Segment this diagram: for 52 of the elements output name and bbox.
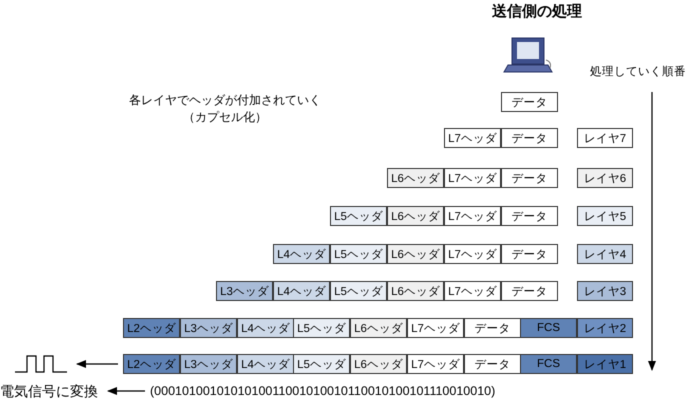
header-cell: L7ヘッダ — [407, 354, 464, 374]
layer-box: レイヤ4 — [577, 244, 633, 264]
header-cell: L2ヘッダ — [123, 354, 180, 374]
data-cell: データ — [501, 92, 558, 112]
header-cell: L5ヘッダ — [293, 354, 350, 374]
fcs-cell: FCS — [520, 318, 577, 338]
header-cell: L6ヘッダ — [350, 318, 407, 338]
header-cell: L6ヘッダ — [387, 281, 444, 301]
header-cell: L3ヘッダ — [216, 281, 273, 301]
header-cell: L4ヘッダ — [273, 281, 330, 301]
header-cell: L7ヘッダ — [444, 128, 501, 148]
fcs-cell: FCS — [520, 354, 577, 374]
header-cell: L4ヘッダ — [273, 244, 330, 264]
data-cell: データ — [464, 354, 521, 374]
layer-box: レイヤ3 — [577, 281, 633, 301]
header-cell: L7ヘッダ — [444, 244, 501, 264]
header-cell: L5ヘッダ — [330, 281, 387, 301]
data-cell: データ — [501, 206, 558, 226]
layer-box: レイヤ1 — [577, 354, 633, 374]
header-cell: L6ヘッダ — [387, 206, 444, 226]
caption-text: 電気信号に変換 — [0, 383, 98, 401]
note-text: 各レイヤでヘッダが付加されていく（カプセル化） — [128, 92, 322, 126]
layer-box: レイヤ5 — [577, 206, 633, 226]
header-cell: L4ヘッダ — [237, 354, 294, 374]
header-cell: L7ヘッダ — [444, 168, 501, 188]
layer-box: レイヤ7 — [577, 128, 633, 148]
header-cell: L7ヘッダ — [444, 206, 501, 226]
header-cell: L4ヘッダ — [237, 318, 294, 338]
header-cell: L5ヘッダ — [330, 244, 387, 264]
title: 送信側の処理 — [492, 2, 582, 21]
header-cell: L6ヘッダ — [387, 168, 444, 188]
header-cell: L6ヘッダ — [387, 244, 444, 264]
data-cell: データ — [501, 244, 558, 264]
header-cell: L3ヘッダ — [180, 318, 237, 338]
header-cell: L6ヘッダ — [350, 354, 407, 374]
layer-box: レイヤ2 — [577, 318, 633, 338]
data-cell: データ — [501, 281, 558, 301]
header-cell: L2ヘッダ — [123, 318, 180, 338]
header-cell: L5ヘッダ — [293, 318, 350, 338]
arrow — [107, 387, 145, 395]
data-cell: データ — [501, 168, 558, 188]
data-cell: データ — [501, 128, 558, 148]
data-cell: データ — [464, 318, 521, 338]
axis-label: 処理していく順番 — [590, 64, 686, 79]
header-cell: L7ヘッダ — [407, 318, 464, 338]
bit-string: (0001010010101010011001010010110010100101110010010) — [150, 384, 496, 398]
header-cell: L3ヘッダ — [180, 354, 237, 374]
layer-box: レイヤ6 — [577, 168, 633, 188]
header-cell: L5ヘッダ — [330, 206, 387, 226]
header-cell: L7ヘッダ — [444, 281, 501, 301]
arrow — [76, 360, 118, 368]
signal-waveform — [15, 355, 67, 373]
